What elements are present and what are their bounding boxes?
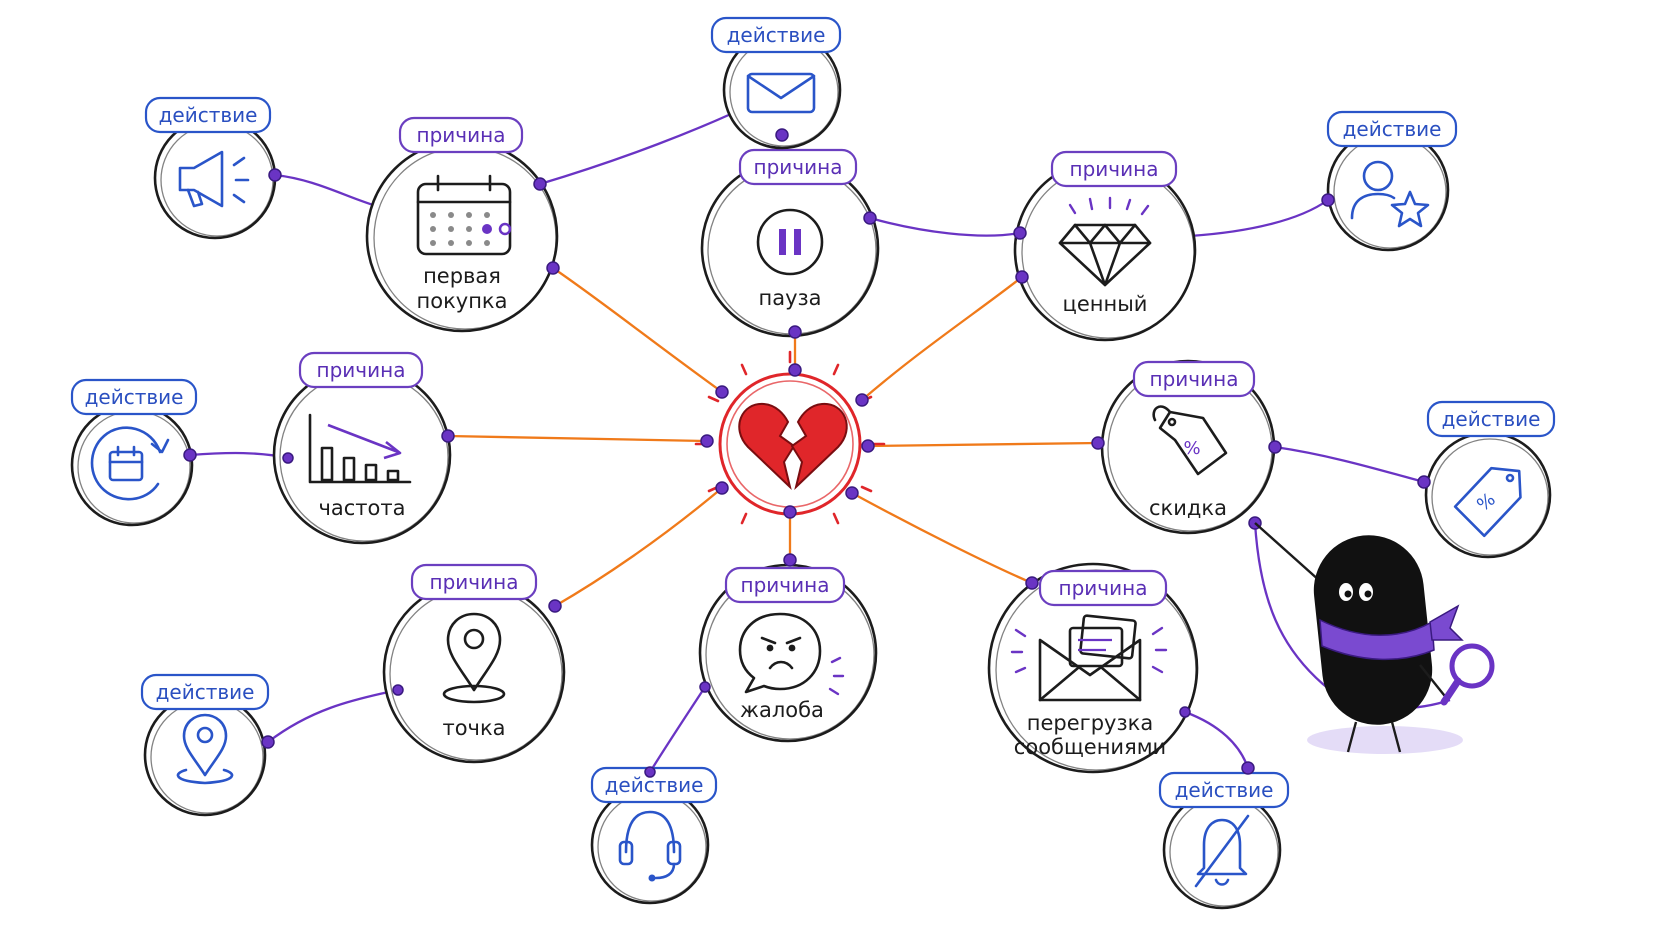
reason-complaint: жалоба причина (698, 553, 878, 743)
edge-location (554, 487, 723, 607)
action-announce: действие (144, 96, 282, 240)
price-tag-icon: % (1152, 405, 1228, 476)
reason-label: перегрузка (1027, 711, 1153, 735)
muted-bell-icon (1194, 814, 1250, 888)
reason-tag: причина (741, 573, 830, 597)
reason-tag: причина (1150, 367, 1239, 391)
action-coupon: % действие (1417, 400, 1556, 559)
action-tag: действие (605, 773, 704, 797)
megaphone-icon (178, 150, 250, 208)
action-email: действие (710, 16, 842, 150)
calendar-icon (416, 174, 512, 256)
edge-mute (1184, 710, 1250, 769)
reason-tag: причина (1059, 576, 1148, 600)
reason-tag: причина (1070, 157, 1159, 181)
calendar-refresh-icon (90, 426, 170, 501)
edge-vip (1189, 199, 1329, 238)
reason-tag: причина (754, 155, 843, 179)
reason-label: ценный (1063, 292, 1148, 316)
reason-pause: пауза причина (700, 148, 880, 339)
reason-label: первая (423, 264, 501, 288)
action-mute: действие (1158, 761, 1290, 910)
action-tag: действие (85, 385, 184, 409)
edge-valuable (861, 276, 1023, 401)
action-vip: действие (1321, 110, 1458, 252)
reason-frequency: частота причина (272, 351, 455, 545)
action-place: действие (140, 673, 275, 817)
edge-discount (867, 441, 1099, 448)
action-tag: действие (1175, 778, 1274, 802)
reason-label: точка (442, 716, 505, 740)
reason-tag: причина (430, 570, 519, 594)
mail-icon (746, 72, 816, 114)
edge-support (649, 686, 706, 773)
reason-first-purchase: первая покупка причина (365, 116, 560, 333)
action-schedule: действие (70, 378, 198, 527)
action-tag: действие (156, 680, 255, 704)
action-tag: действие (159, 103, 258, 127)
reason-label: сообщениями (1014, 735, 1166, 759)
reason-valuable: ценный причина (1013, 150, 1197, 342)
pause-icon (756, 208, 824, 276)
edge-coupon (1274, 445, 1425, 484)
broken-heart-icon (738, 402, 848, 491)
action-tag: действие (1343, 117, 1442, 141)
user-star-icon (1350, 160, 1430, 228)
reason-label: покупка (417, 289, 508, 313)
declining-bar-chart-icon (308, 413, 412, 484)
cause-edges (447, 267, 1099, 607)
edge-pause-valuable (869, 216, 1021, 237)
edge-place (267, 688, 399, 743)
action-support: действие (590, 766, 718, 905)
center-connectors (700, 363, 875, 519)
reason-message-overload: перегрузка сообщениями причина (987, 562, 1199, 774)
reason-label: частота (318, 496, 405, 520)
reason-label: жалоба (740, 698, 824, 722)
map-pin-icon (176, 713, 234, 785)
svg-text:%: % (1183, 438, 1200, 459)
reason-location: точка причина (382, 563, 566, 764)
reason-tag: причина (417, 123, 506, 147)
detective-blob-with-magnifier-icon (1254, 522, 1495, 754)
action-tag: действие (1442, 407, 1541, 431)
headset-icon (618, 810, 682, 882)
reason-label: скидка (1149, 496, 1227, 520)
reason-label: пауза (758, 286, 821, 310)
diamond-icon (1058, 196, 1152, 287)
reason-discount: % скидка причина (1091, 359, 1282, 535)
location-pin-icon (442, 612, 506, 704)
angry-face-bubble-icon (738, 612, 845, 696)
center-node (694, 350, 886, 525)
edge-first-purchase (552, 267, 723, 393)
action-tag: действие (727, 23, 826, 47)
edge-message-overload (851, 491, 1033, 585)
envelope-letters-icon (1010, 614, 1168, 702)
reason-tag: причина (317, 358, 406, 382)
edge-frequency (447, 434, 706, 443)
